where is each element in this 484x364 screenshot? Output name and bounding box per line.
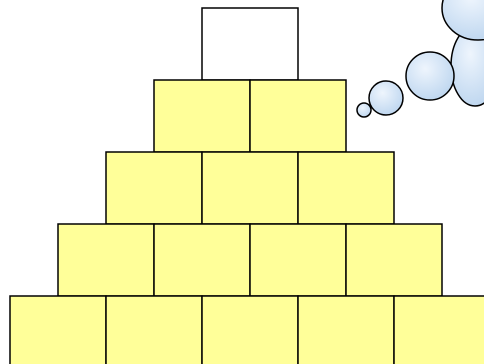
filled-block [154, 224, 250, 296]
pyramid-row [58, 224, 442, 296]
pyramid-row [10, 296, 484, 364]
filled-block [394, 296, 484, 364]
thought-bubble-circle [442, 0, 484, 40]
filled-block [10, 296, 106, 364]
filled-block [106, 296, 202, 364]
filled-block [202, 296, 298, 364]
thought-bubble-icon [357, 0, 484, 117]
pyramid-row [106, 152, 394, 224]
pyramid-row [154, 80, 346, 152]
filled-block [298, 152, 394, 224]
empty-block [202, 8, 298, 80]
thought-bubble-circle [406, 52, 454, 100]
filled-block [154, 80, 250, 152]
filled-block [106, 152, 202, 224]
filled-block [298, 296, 394, 364]
thought-bubble-circle [369, 81, 403, 115]
filled-block [250, 224, 346, 296]
filled-block [250, 80, 346, 152]
filled-block [346, 224, 442, 296]
pyramid-row [202, 8, 298, 80]
filled-block [202, 152, 298, 224]
filled-block [58, 224, 154, 296]
thought-bubble-circle [357, 103, 371, 117]
